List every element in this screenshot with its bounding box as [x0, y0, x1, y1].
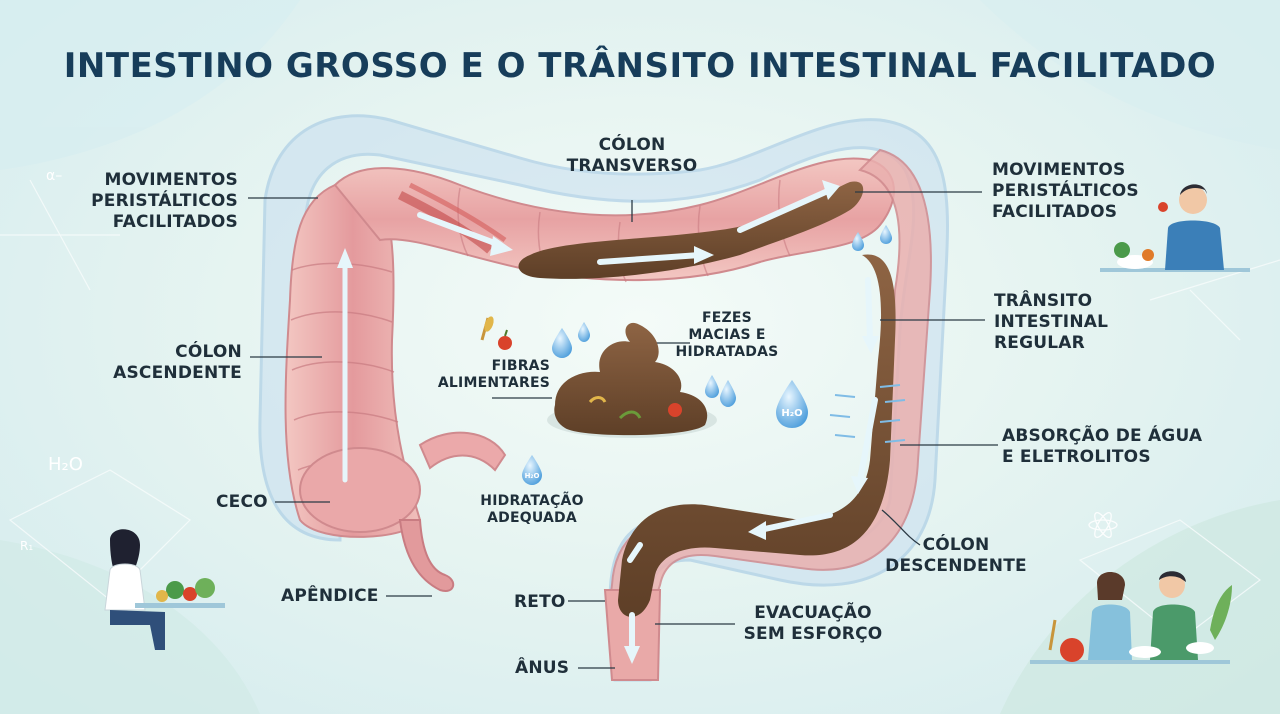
water-drop-icon	[776, 380, 808, 428]
label-line: SEM ESFORÇO	[743, 624, 883, 644]
label-ascending-colon: CÓLON ASCENDENTE	[110, 342, 242, 384]
label-descending-colon: CÓLON DESCENDENTE	[876, 535, 1036, 577]
label-line: PERISTÁLTICOS	[992, 181, 1139, 201]
label-line: CÓLON	[598, 135, 666, 155]
label-peristaltic-left: MOVIMENTOS PERISTÁLTICOS FACILITADOS	[78, 170, 238, 233]
person-eating-icon	[1030, 571, 1232, 664]
label-soft-stool: FEZES MACIAS E HIDRATADAS	[652, 310, 802, 361]
water-drop-label: H₂O	[781, 408, 802, 419]
label-peristaltic-right: MOVIMENTOS PERISTÁLTICOS FACILITADOS	[992, 160, 1162, 223]
label-line: E ELETROLITOS	[1002, 447, 1151, 467]
label-line: HIDRATAÇÃO	[480, 493, 584, 509]
formula-h2o: H₂O	[48, 454, 83, 475]
formula-r1: R₁	[20, 539, 33, 553]
label-line: MOVIMENTOS	[992, 160, 1126, 180]
water-drop-icon	[522, 455, 542, 485]
label-line: PERISTÁLTICOS	[91, 191, 238, 211]
formula-alpha: α–	[46, 168, 62, 184]
label-line: HIDRATADAS	[675, 344, 779, 360]
label-line: ALIMENTARES	[437, 375, 550, 391]
label-line: CÓLON	[175, 342, 242, 362]
label-line: INTESTINAL	[994, 312, 1109, 332]
water-drop-label-small: H₂O	[525, 472, 540, 480]
label-hydration: HIDRATAÇÃO ADEQUADA	[452, 493, 612, 527]
fibers-icons	[480, 316, 512, 350]
water-drop-icon	[705, 375, 719, 398]
label-absorption: ABSORÇÃO DE ÁGUA E ELETROLITOS	[1002, 426, 1222, 468]
label-cecum: CECO	[216, 492, 268, 512]
label-line: EVACUAÇÃO	[754, 603, 872, 623]
label-line: ABSORÇÃO DE ÁGUA	[1002, 426, 1203, 446]
label-anus: ÂNUS	[515, 658, 570, 678]
label-line: TRÂNSITO	[994, 291, 1093, 311]
apple-icon	[498, 336, 512, 350]
label-line: FIBRAS	[491, 358, 550, 374]
label-transverse-colon: CÓLON TRANSVERSO	[552, 135, 712, 177]
label-line: FEZES	[702, 310, 752, 326]
label-line: MOVIMENTOS	[104, 170, 238, 190]
label-rectum: RETO	[514, 592, 566, 612]
label-appendix: APÊNDICE	[281, 586, 379, 606]
label-line: ADEQUADA	[487, 510, 577, 526]
page-title: INTESTINO GROSSO E O TRÂNSITO INTESTINAL…	[63, 46, 1217, 86]
absorption-arrows	[829, 384, 906, 443]
label-line: ASCENDENTE	[113, 363, 242, 383]
label-line: DESCENDENTE	[885, 556, 1027, 576]
label-line: TRANSVERSO	[566, 156, 698, 176]
water-drop-icon	[720, 380, 736, 407]
person-eating-icon	[104, 529, 225, 650]
flow-arrows	[342, 187, 878, 653]
label-line: FACILITADOS	[112, 212, 238, 232]
colon-ascending	[284, 184, 507, 592]
water-drops	[522, 225, 892, 485]
flow-arrowheads	[337, 180, 879, 664]
label-regular-transit: TRÂNSITO INTESTINAL REGULAR	[994, 291, 1144, 354]
label-fibers: FIBRAS ALIMENTARES	[410, 358, 550, 392]
stool-content	[518, 181, 896, 617]
label-line: MACIAS E	[688, 327, 766, 343]
apple-icon	[668, 403, 682, 417]
label-evacuation: EVACUAÇÃO SEM ESFORÇO	[738, 603, 888, 645]
water-drop-icon	[552, 328, 572, 358]
water-drop-icon	[578, 322, 590, 342]
leader-lines	[248, 191, 998, 669]
atom-icon	[1088, 511, 1118, 539]
stool-pile-illustration	[547, 322, 717, 438]
label-line: REGULAR	[994, 333, 1085, 353]
label-line: FACILITADOS	[992, 202, 1118, 222]
person-eating-icon	[1100, 184, 1250, 272]
label-line: CÓLON	[922, 535, 990, 555]
vegetables-icon	[195, 578, 215, 598]
